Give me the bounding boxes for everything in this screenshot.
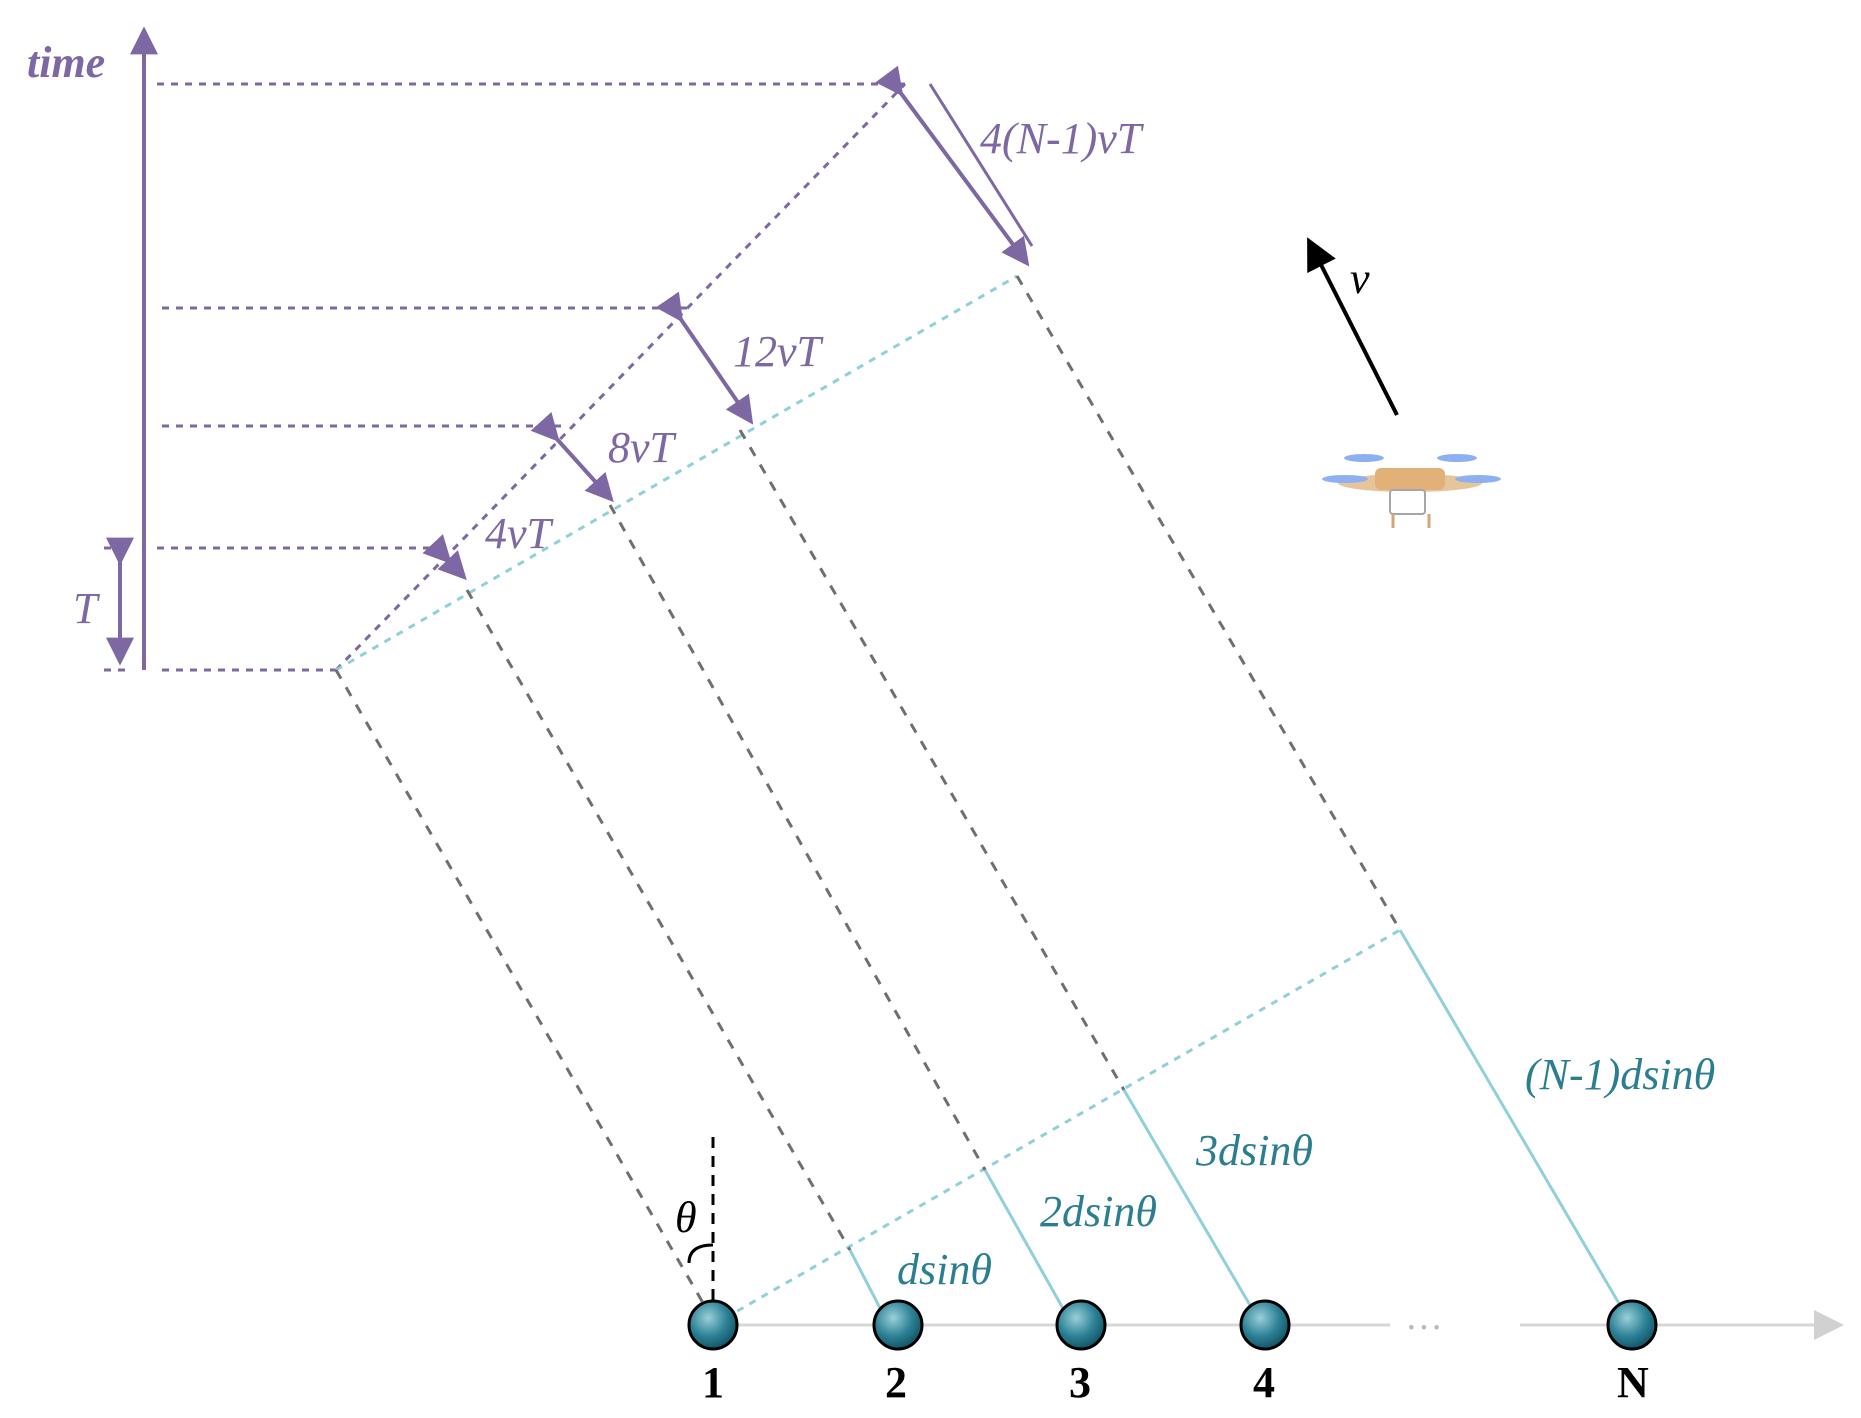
drone-icon xyxy=(1322,454,1501,528)
path-label-12vt: 12vT xyxy=(733,327,825,376)
path-label-8vt: 8vT xyxy=(608,423,678,472)
purple-wavefront-line xyxy=(334,82,907,672)
period-label: T xyxy=(73,584,101,633)
path-difference-segments xyxy=(848,929,1626,1313)
node-label-n: N xyxy=(1617,1358,1649,1407)
node-label-1: 1 xyxy=(702,1358,724,1407)
distance-label-2dsintheta: 2dsinθ xyxy=(1040,1187,1157,1236)
delay-arrows xyxy=(422,65,1034,581)
node-circle-2 xyxy=(872,1299,924,1351)
array-nodes xyxy=(687,1299,1658,1351)
node-label-2: 2 xyxy=(885,1358,907,1407)
velocity-arrow xyxy=(1307,237,1399,416)
node-circle-n xyxy=(1606,1299,1658,1351)
velocity-label: v xyxy=(1350,254,1370,303)
node-label-4: 4 xyxy=(1253,1358,1275,1407)
distance-label-n1dsintheta: (N-1)dsinθ xyxy=(1525,1050,1715,1099)
node-circle-1 xyxy=(687,1299,739,1351)
array-ellipsis: ··· xyxy=(1405,1307,1443,1349)
time-axis-label: time xyxy=(27,38,105,87)
node-circle-3 xyxy=(1055,1299,1107,1351)
propagation-lines xyxy=(334,275,1402,1309)
teal-wavefronts xyxy=(335,274,1401,1327)
node-circle-4 xyxy=(1239,1299,1291,1351)
node-label-3: 3 xyxy=(1069,1358,1091,1407)
path-label-4vt: 4vT xyxy=(485,509,555,558)
distance-label-3dsintheta: 3dsinθ xyxy=(1195,1126,1313,1175)
angle-indicator xyxy=(687,1130,715,1300)
path-label-4n1vt: 4(N-1)vT xyxy=(980,114,1145,163)
angle-label: θ xyxy=(675,1193,697,1242)
time-axis xyxy=(104,26,905,672)
distance-label-dsintheta: dsinθ xyxy=(897,1245,992,1294)
labels: time T 4vT 8vT 12vT 4(N-1)vT dsinθ 2dsin… xyxy=(27,38,1715,1407)
